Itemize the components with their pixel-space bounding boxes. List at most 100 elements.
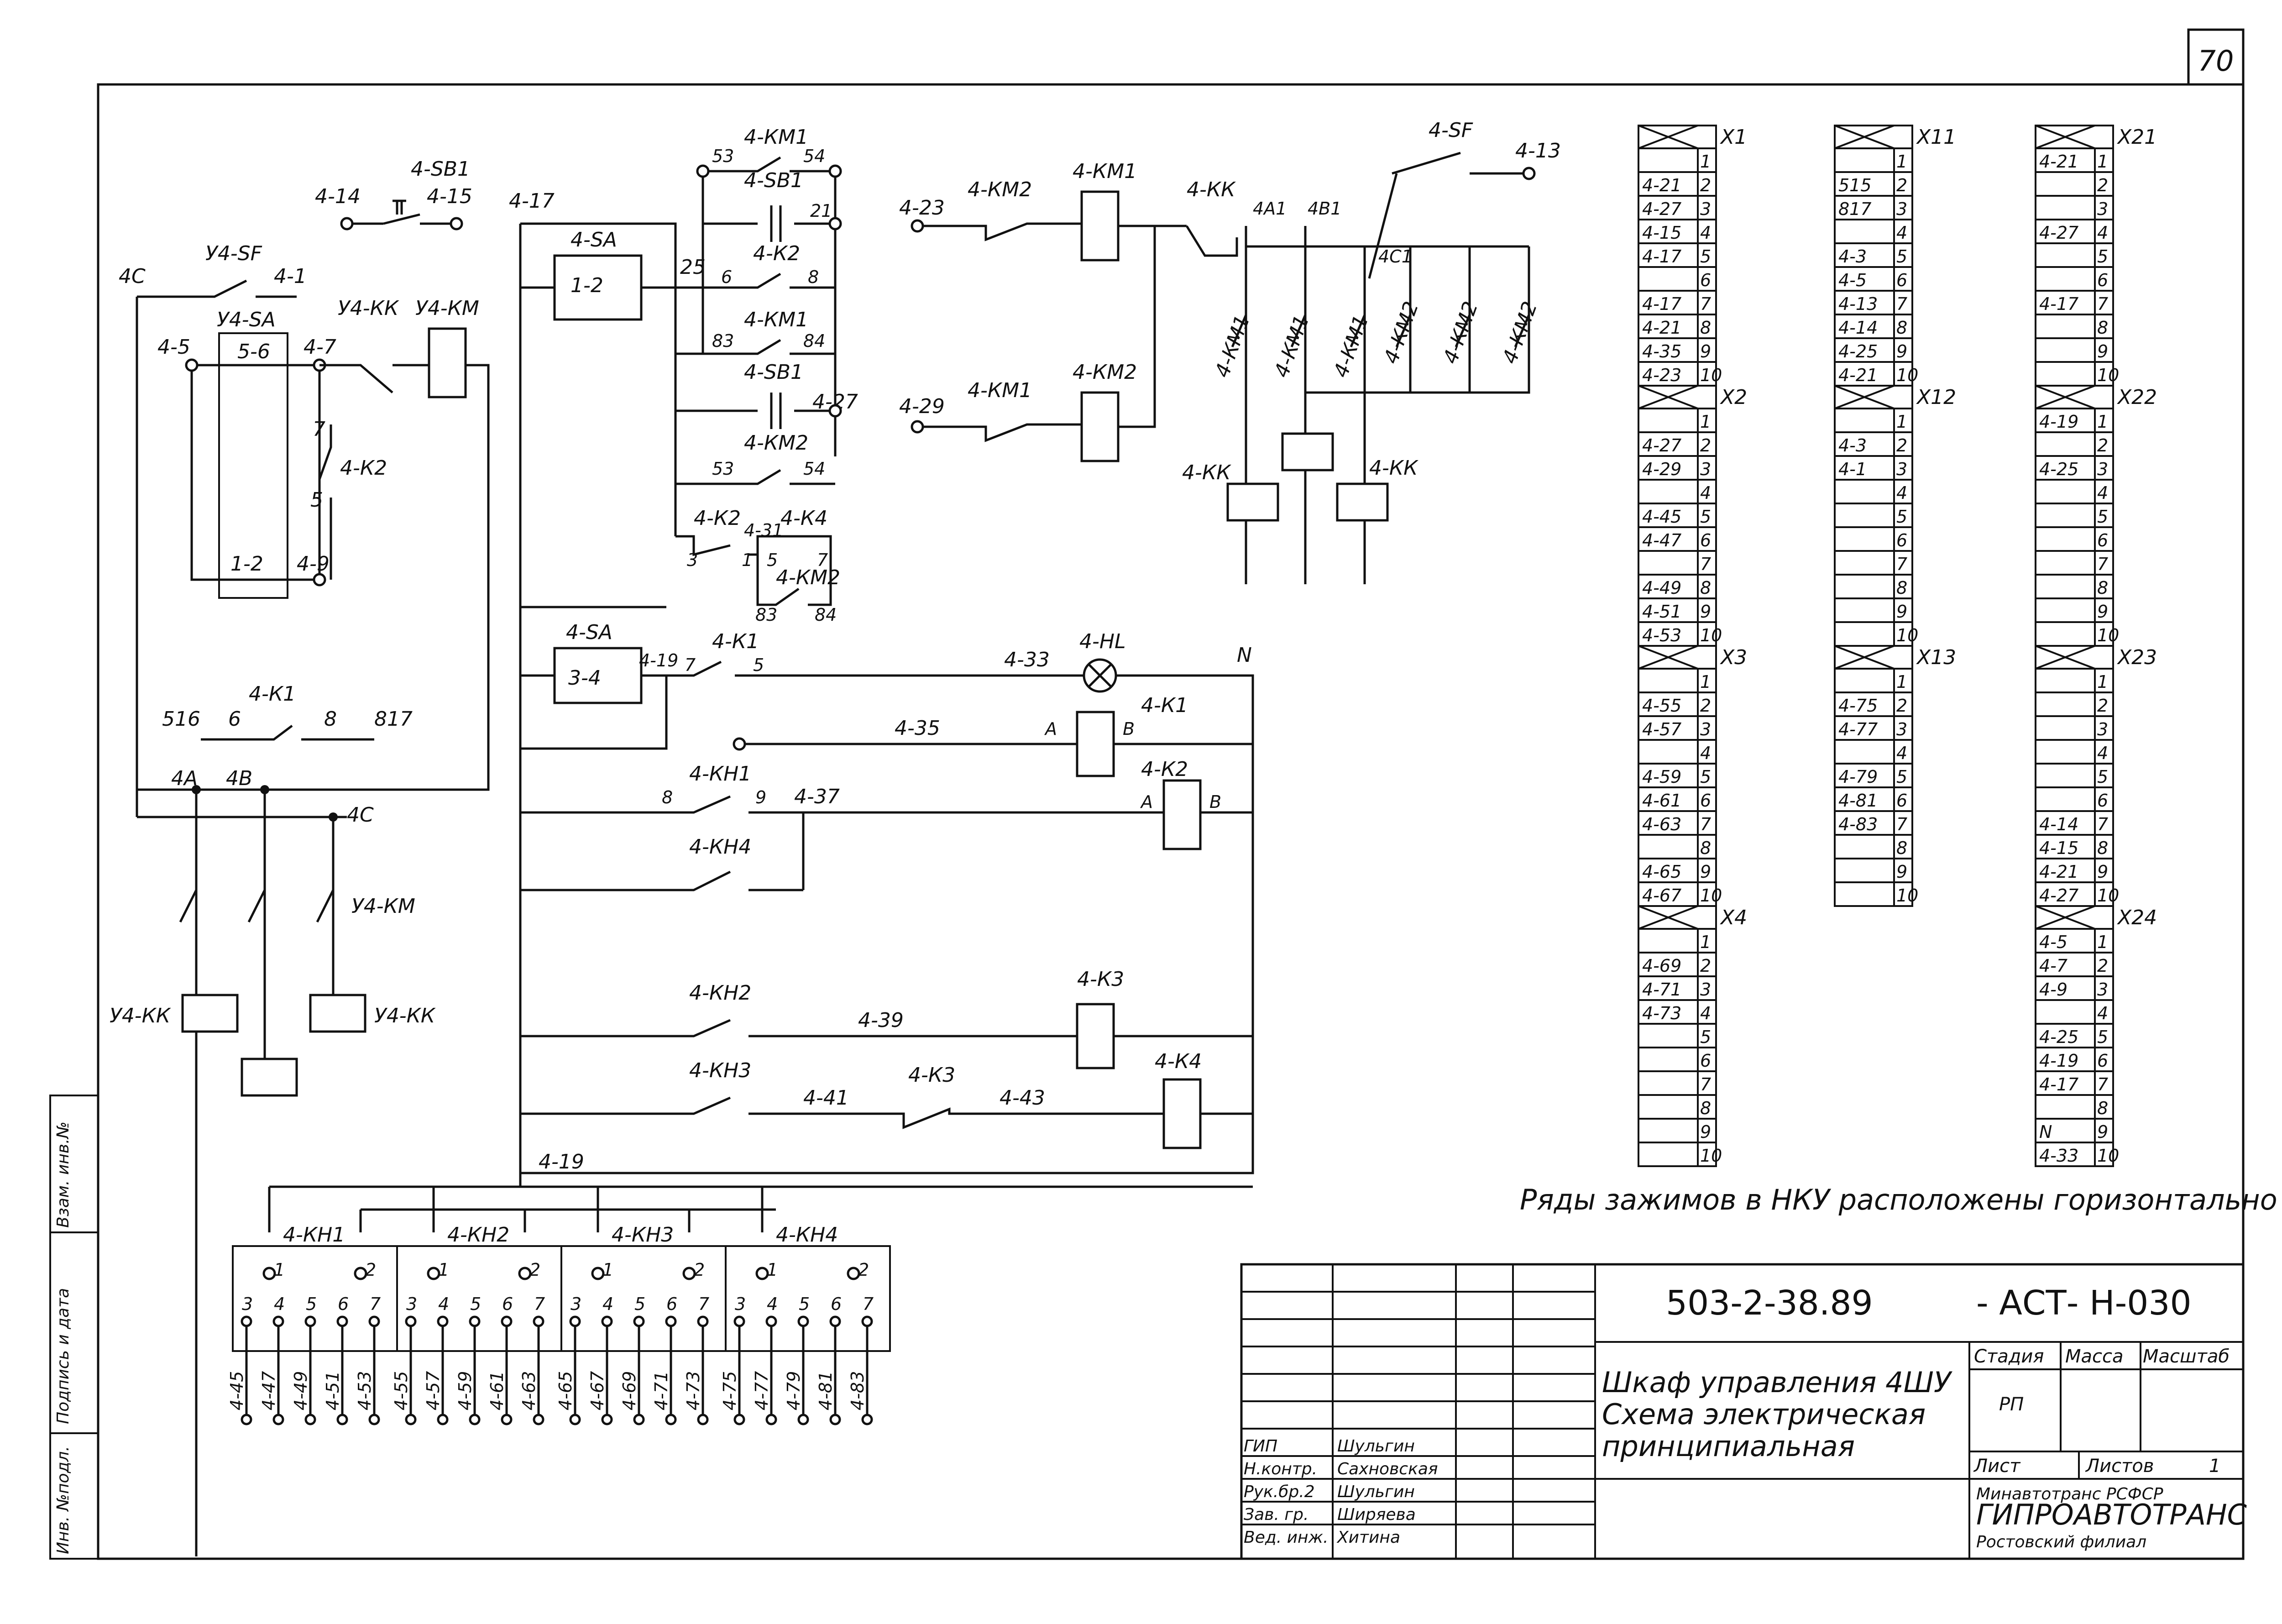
- label-B-k2: B: [1209, 792, 1221, 812]
- label-4-9: 4-9: [297, 552, 330, 576]
- label-sa-top: 4-SA: [570, 228, 617, 251]
- tb-sheets-label: Листов: [2085, 1456, 2154, 1477]
- strip-number: 2: [2097, 435, 2108, 456]
- relay-wire-label: 4-61: [487, 1371, 507, 1410]
- contact-kk: [1185, 225, 1238, 257]
- tb-stage: РП: [1999, 1394, 2024, 1415]
- contact-km12-mid: [675, 469, 835, 485]
- relay-terminal: [501, 1315, 513, 1327]
- control-bus-left: [519, 222, 677, 1173]
- tb-name: Хитина: [1336, 1528, 1400, 1547]
- label-53: 53: [712, 146, 734, 166]
- relay-pin: 5: [306, 1294, 317, 1314]
- strip-number: 10: [2097, 885, 2119, 906]
- button-sb1-mid: [675, 393, 835, 429]
- relay-terminal: [847, 1267, 860, 1280]
- tb-title-line2: Схема электрическая: [1602, 1398, 1926, 1431]
- label-sb1-top2: 4-SB1: [744, 169, 803, 192]
- strip-number: 7: [1896, 554, 1907, 574]
- strip-name: X2: [1720, 386, 1747, 409]
- strip-wire: 4-5: [1838, 270, 1867, 290]
- label-4-15: 4-15: [427, 185, 472, 208]
- relay-pin: 5: [470, 1294, 481, 1314]
- label-k2-left: 4-К2: [340, 456, 387, 480]
- strip-wire: 4-14: [1838, 318, 1878, 338]
- terminal-4-9: [313, 573, 326, 587]
- relay-pin: 4: [602, 1294, 613, 1314]
- strip-number: 5: [2097, 767, 2108, 787]
- relay-pin-2: 2: [365, 1260, 376, 1280]
- relay-y4kk-center: [241, 1058, 298, 1097]
- strip-wire: 4-14: [2039, 814, 2078, 834]
- relay-block-name: 4-КН3: [612, 1223, 674, 1247]
- relay-terminal: [829, 1315, 841, 1327]
- label-4a1: 4А1: [1253, 199, 1287, 219]
- label-9-kh1: 9: [755, 787, 766, 807]
- coil-4-k2: [1162, 779, 1202, 850]
- label-km1-a: 4-КМ1: [968, 379, 1032, 402]
- strip-wire: 4-19: [2039, 412, 2078, 432]
- strip-header: [2035, 905, 2114, 930]
- strip-number: 5: [1896, 246, 1907, 267]
- relay-terminal: [241, 1315, 252, 1327]
- strip-number: 5: [1700, 507, 1711, 527]
- strip-wire: 4-25: [2039, 459, 2078, 479]
- stamp-signature-date: Подпись и дата: [54, 1288, 73, 1424]
- contact-kh3-k3: [520, 1096, 1253, 1129]
- coil-4-k1: [1076, 711, 1115, 777]
- tb-org-line1: Минавтотранс РСФСР: [1976, 1485, 2163, 1504]
- label-sa-1-2: 1-2: [230, 552, 263, 576]
- strip-number: 1: [1896, 672, 1907, 692]
- strip-wire: 4-21: [1642, 318, 1681, 338]
- strip-number: 6: [1700, 1051, 1711, 1071]
- terminal-strips: X1124-2134-2744-1554-17674-1784-2194-351…: [1638, 125, 2157, 1167]
- strip-wire: 4-21: [2039, 862, 2078, 882]
- label-y4km: У4-КМ: [415, 297, 479, 320]
- relay-pin: 6: [666, 1294, 677, 1314]
- relay-wire-label: 4-53: [355, 1371, 375, 1410]
- strip-number: 8: [1700, 1098, 1711, 1118]
- contacts-y4km: [179, 889, 335, 923]
- strip-number: 9: [1896, 862, 1907, 882]
- relay-pin-2: 2: [529, 1260, 540, 1280]
- strip-number: 10: [2097, 625, 2119, 645]
- strip-wire: 4-45: [1642, 507, 1681, 527]
- label-4-1: 4-1: [274, 265, 307, 288]
- strip-number: 8: [2097, 318, 2108, 338]
- label-4-19: 4-19: [639, 650, 678, 671]
- strip-number: 2: [2097, 175, 2108, 195]
- strip-number: 5: [1700, 246, 1711, 267]
- relay-wire-label: 4-57: [423, 1371, 443, 1410]
- contacts-km: [1231, 314, 1530, 347]
- relay-wire-label: 4-63: [519, 1371, 539, 1410]
- strip-header-cross: [2035, 905, 2095, 930]
- strip-number: 2: [2097, 696, 2108, 716]
- strip-number: 6: [1896, 530, 1907, 550]
- strip-header: [2035, 645, 2114, 670]
- label-A-k2: A: [1140, 792, 1153, 812]
- tb-role: Вед. инж.: [1244, 1528, 1328, 1547]
- relay-pin: 4: [274, 1294, 285, 1314]
- label-kh2: 4-КН2: [689, 981, 751, 1005]
- strip-number: 8: [1700, 578, 1711, 598]
- relay-terminal: [427, 1267, 440, 1280]
- label-kk-r: 4-КК: [1369, 456, 1418, 480]
- strip-number: 9: [2097, 341, 2108, 361]
- relay-pin: 5: [799, 1294, 810, 1314]
- strip-number: 3: [1896, 719, 1907, 739]
- strip-number: 10: [1700, 365, 1722, 385]
- relay-wire-label: 4-45: [227, 1371, 247, 1410]
- breaker-4-sf: [1368, 152, 1523, 279]
- label-84: 84: [803, 331, 825, 351]
- label-kk-l: 4-КК: [1182, 461, 1231, 484]
- strip-number: 3: [1896, 459, 1907, 479]
- label-8-ctrl: 8: [808, 267, 819, 287]
- relay-wire-label: 4-73: [683, 1371, 703, 1410]
- relay-kk-left: [1226, 482, 1279, 522]
- strip-header-cross: [2035, 125, 2095, 149]
- switch-y4sa-frame: [218, 332, 288, 599]
- strip-number: 10: [2097, 1146, 2119, 1166]
- strip-wire: 4-51: [1642, 602, 1681, 622]
- strip-number: 8: [2097, 1098, 2108, 1118]
